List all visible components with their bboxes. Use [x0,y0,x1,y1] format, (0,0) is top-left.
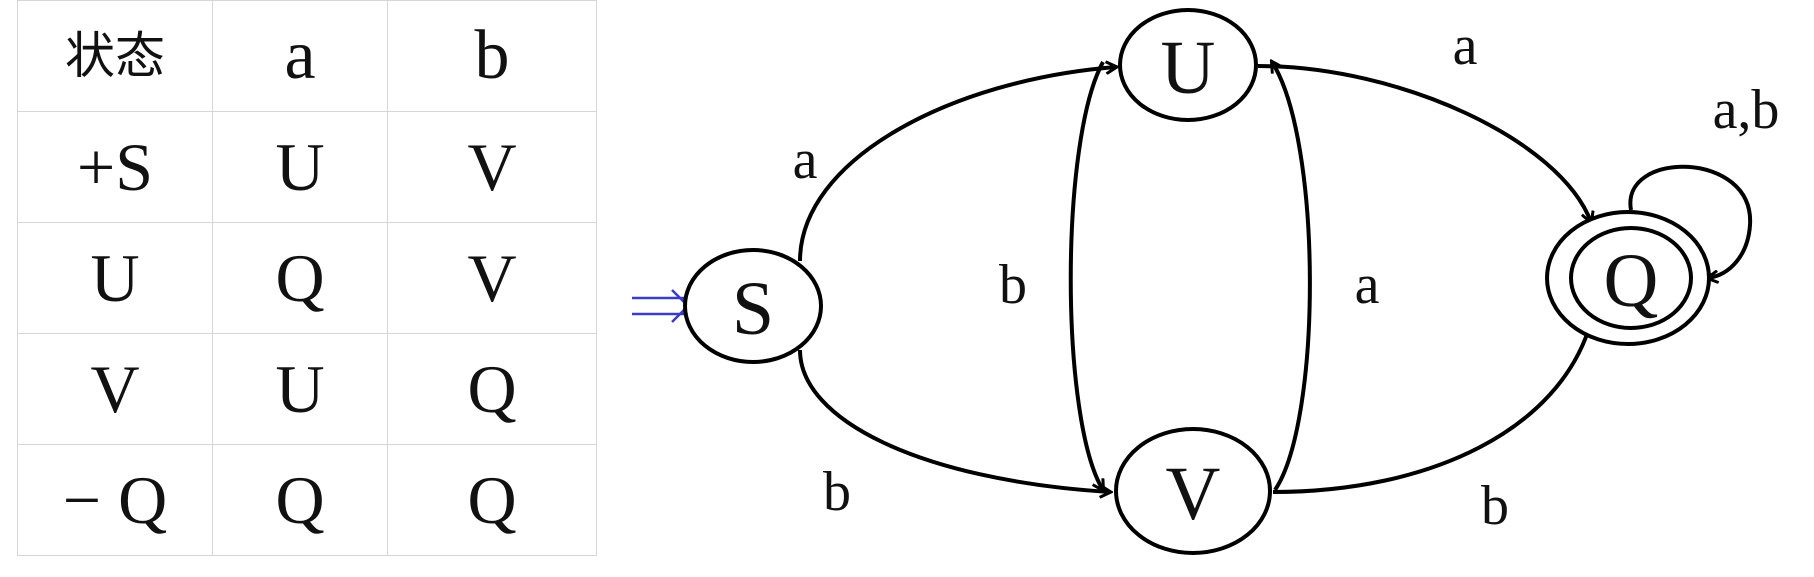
table-row: U Q V [17,222,597,334]
header-state: 状态 [17,0,213,112]
state-u-label: U [1161,26,1216,110]
state-s-label: S [732,267,774,351]
edge-label-u-q: a [1453,15,1478,77]
table-cell-on-b: Q [387,333,597,445]
edge-u-to-v [1068,61,1103,490]
transition-table: 状态 a b +S U V U Q V V U Q − Q Q Q [17,0,597,556]
edge-label-q-loop: a,b [1713,79,1780,141]
table-cell-on-b: V [387,111,597,223]
edge-label-s-u: a [793,129,818,191]
state-v-label: V [1166,452,1221,536]
table-cell-on-a: Q [212,222,388,334]
table-cell-state: V [17,333,213,445]
start-arrow [632,289,690,323]
table-row: − Q Q Q [17,444,597,556]
edge-label-u-v: b [999,254,1027,316]
edge-v-to-u [1272,62,1312,492]
state-q-node [1569,226,1693,330]
state-u-node [1118,8,1258,122]
edge-s-to-u [798,67,1116,262]
table-cell-on-b: Q [387,444,597,556]
transition-table-container: 状态 a b +S U V U Q V V U Q − Q Q Q [17,0,597,556]
header-input-a: a [212,0,388,112]
table-cell-state: − Q [17,444,213,556]
state-s-node [683,248,823,364]
edge-q-self-loop [1628,164,1753,278]
table-cell-on-a: Q [212,444,388,556]
table-cell-on-a: U [212,333,388,445]
edge-s-to-v [798,349,1110,492]
edge-label-v-q: b [1481,475,1509,537]
edge-v-to-q [1272,322,1591,494]
state-q-label: Q [1604,239,1659,323]
table-row: V U Q [17,333,597,445]
edge-u-to-q [1257,64,1591,222]
table-header-row: 状态 a b [17,0,597,112]
edge-label-v-u: a [1355,254,1380,316]
state-v-node [1114,427,1272,555]
edge-label-s-v: b [823,461,851,523]
table-cell-on-b: V [387,222,597,334]
header-input-b: b [387,0,597,112]
